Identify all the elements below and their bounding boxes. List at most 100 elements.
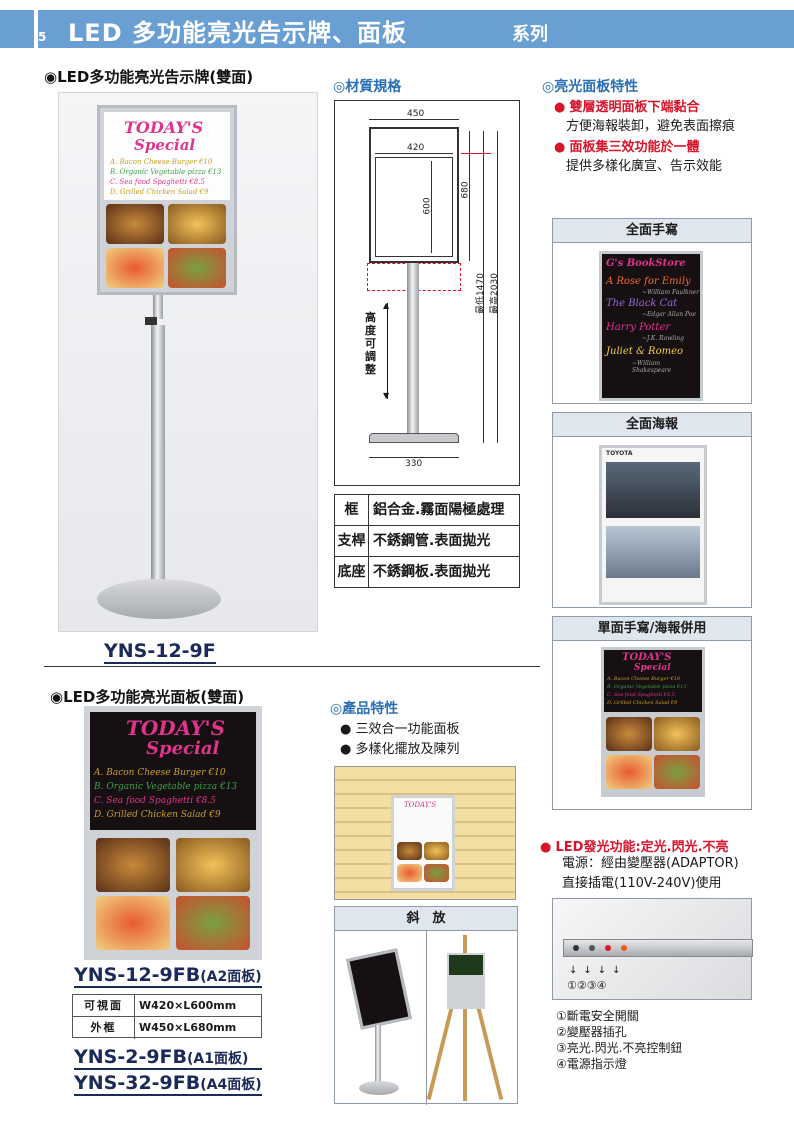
- feature-bold: 面板集三效功能於一體: [569, 140, 700, 155]
- led-legend-item: ④電源指示燈: [556, 1057, 627, 1071]
- led-arrows: ↓↓↓↓: [569, 965, 627, 976]
- led-indicator: [621, 945, 627, 951]
- material-table: 框 鋁合金.霧面陽極處理 支桿 不銹鋼管.表面拋光 底座 不銹鋼板.表面拋光: [334, 494, 520, 588]
- product-feature-1: ● 三效合一功能面板: [340, 722, 460, 737]
- feature-bold: 雙層透明面板下端黏合: [569, 100, 700, 115]
- combo-board: TODAY'S Special A. Bacon Cheese Burger €…: [604, 650, 702, 712]
- sign-pole: [151, 325, 165, 585]
- panel-food-pizza: [96, 896, 170, 950]
- easel-leg-left: [426, 1000, 456, 1100]
- page-series: 系列: [512, 24, 548, 45]
- poster-car-sedan: [606, 526, 700, 578]
- sign-base: [97, 579, 221, 619]
- panel-board: TODAY'S Special A. Bacon Cheese Burger €…: [90, 712, 256, 830]
- dim-line-680: [469, 131, 470, 261]
- product-features-title: ◎產品特性: [330, 701, 399, 717]
- dim-line-min: [483, 131, 484, 443]
- dim-680: 680: [460, 181, 471, 199]
- panel-spec-value: W450×L680mm: [139, 1021, 237, 1034]
- led-switch: [573, 945, 579, 951]
- material-value: 鋁合金.霧面陽極處理: [373, 502, 505, 518]
- book-3: Harry Potter: [606, 322, 671, 333]
- book-1-author: ~William Faulkner: [642, 289, 699, 296]
- panel-model-a4-size: (A4面板): [200, 1077, 262, 1093]
- dim-line-450: [369, 119, 459, 120]
- drawing-frame: [369, 127, 459, 263]
- panel-section-title: ◉LED多功能亮光面板(雙面): [50, 688, 245, 706]
- adjust-arrow: [387, 303, 388, 399]
- combo-menu-d: D. Grilled Chicken Salad €9: [607, 700, 678, 706]
- dimension-drawing: 450 420 600 680 最低1470 最高2030 330 ▲ ▼ 高度…: [334, 100, 520, 486]
- sign-food-salad: [168, 248, 226, 288]
- sign-menu-c: C. Sea food Spaghetti €8.5: [110, 178, 205, 186]
- sign-menu-d: D. Grilled Chicken Salad €9: [110, 188, 209, 196]
- tilt-stand-pole: [375, 1025, 381, 1085]
- panel-food-burger: [96, 838, 170, 892]
- wall-panel-title: TODAY'S: [404, 801, 437, 809]
- sign-food-dish: [168, 204, 226, 244]
- sign-frame: TODAY'S Special A. Bacon Cheese Burger €…: [97, 105, 237, 295]
- tilt-stand-base: [359, 1081, 399, 1095]
- dim-600: 600: [422, 197, 433, 215]
- combo-menu-a: A. Bacon Cheese Burger €10: [607, 676, 681, 682]
- led-line-1: 電源：經由變壓器(ADAPTOR): [562, 856, 739, 871]
- drawing-base: [369, 433, 459, 443]
- book-2: The Black Cat: [606, 298, 678, 309]
- adjust-label: 高度可調整: [365, 311, 376, 376]
- panel-spec-key: 外框: [73, 1017, 135, 1039]
- tilt-panel: 斜 放: [334, 906, 518, 1105]
- dim-line-max: [497, 131, 498, 443]
- combo-frame: TODAY'S Special A. Bacon Cheese Burger €…: [601, 647, 705, 797]
- material-title: ◎材質規格: [333, 79, 402, 95]
- panel-model-a2-size: (A2面板): [200, 969, 262, 985]
- led-legend-item: ②變壓器插孔: [556, 1025, 627, 1039]
- dim-line-420: [375, 153, 453, 154]
- wall-panel-board: TODAY'S: [394, 798, 452, 888]
- poster-frame: TOYOTA: [599, 445, 707, 605]
- book-3-author: ~J.K. Rowling: [642, 335, 684, 342]
- header-strip: [0, 10, 34, 48]
- panel-spec-value: W420×L600mm: [139, 999, 237, 1012]
- panel-model-a2: YNS-12-9FB(A2面板): [74, 964, 262, 988]
- panel-spec-row: 可視面 W420×L600mm: [73, 995, 261, 1017]
- material-row-frame: 框 鋁合金.霧面陽極處理: [335, 495, 519, 526]
- panel-model-a4: YNS-32-9FB(A4面板): [74, 1072, 262, 1096]
- panel-poster-label: 全面海報: [553, 413, 751, 437]
- sign-board-title: TODAY'S: [124, 118, 204, 137]
- sign-menu-a: A. Bacon Cheese Burger €10: [110, 158, 213, 166]
- sign-photo: TODAY'S Special A. Bacon Cheese Burger €…: [58, 92, 318, 632]
- panel-board-title: TODAY'S: [126, 716, 226, 740]
- led-title-text: LED發光功能:定光.閃光.不亮: [555, 840, 729, 855]
- easel-mast: [463, 935, 467, 1101]
- page-number: 5: [38, 30, 47, 44]
- panel-spec-row: 外框 W450×L680mm: [73, 1017, 261, 1039]
- panel-model-a1-size: (A1面板): [187, 1051, 249, 1067]
- sign-model: YNS-12-9F: [104, 640, 216, 664]
- dim-line-600: [431, 161, 432, 253]
- sign-board-top: TODAY'S Special A. Bacon Cheese Burger €…: [104, 112, 230, 200]
- panel-model-a2-code: YNS-12-9FB: [74, 964, 201, 986]
- adjust-arrow-down: ▼: [383, 391, 390, 400]
- combo-subtitle: Special: [634, 663, 671, 673]
- material-key: 支桿: [335, 526, 369, 556]
- panel-board-subtitle: Special: [146, 738, 220, 759]
- feature-item: ● 面板集三效功能於一體: [554, 140, 700, 155]
- panel-food-salad: [176, 896, 250, 950]
- material-key: 框: [335, 495, 369, 525]
- adjust-arrow-up: ▲: [383, 301, 390, 310]
- sign-food-pizza: [106, 248, 164, 288]
- led-legend-item: ③亮光.閃光.不亮控制鈕: [556, 1041, 683, 1055]
- wall-food-1: [397, 842, 422, 860]
- panel-combo: 單面手寫/海報併用 TODAY'S Special A. Bacon Chees…: [552, 616, 752, 810]
- dim-450: 450: [407, 109, 425, 119]
- drawing-pole: [407, 263, 419, 433]
- sign-clamp: [145, 317, 157, 325]
- panel-spec-table: 可視面 W420×L600mm 外框 W450×L680mm: [72, 994, 262, 1039]
- sign-section-title: ◉LED多功能亮光告示牌(雙面): [44, 68, 254, 86]
- wall-food-2: [424, 842, 449, 860]
- book-1: A Rose for Emily: [606, 276, 691, 287]
- page-title: LED 多功能亮光告示牌、面板: [68, 19, 407, 47]
- material-row-base: 底座 不銹鋼板.表面拋光: [335, 557, 519, 588]
- book-4-author: ~William Shakespeare: [632, 360, 672, 374]
- combo-food-4: [654, 755, 700, 789]
